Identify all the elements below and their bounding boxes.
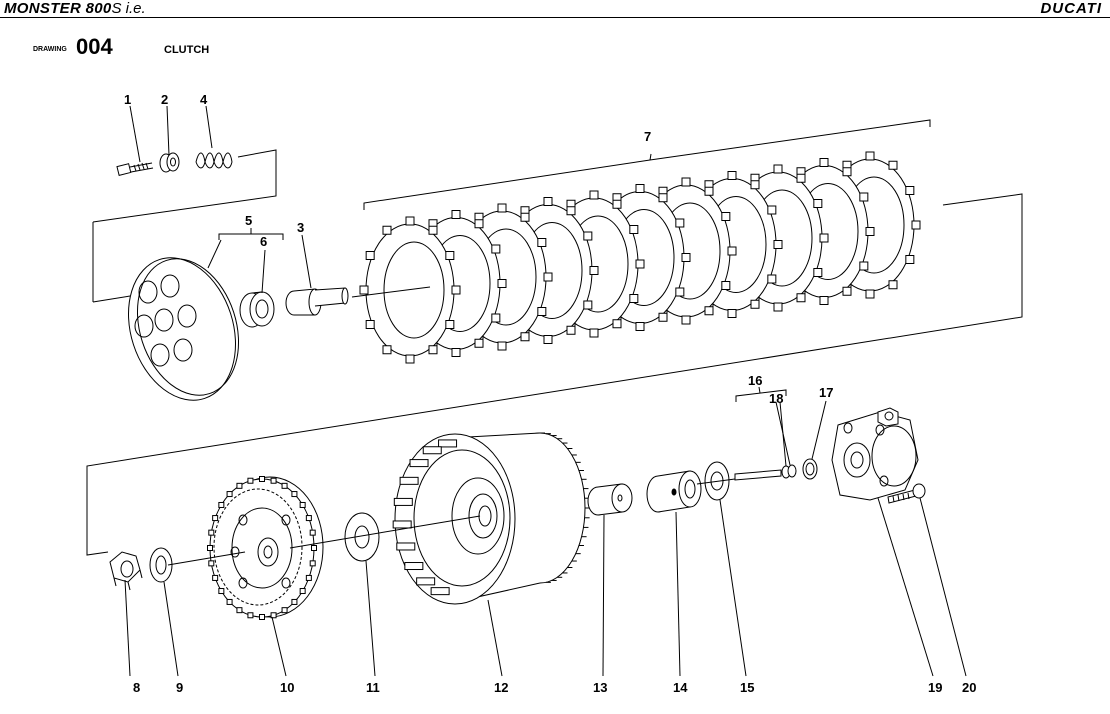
callout-13: 13 [593,680,607,695]
bracket-5 [218,233,284,240]
callout-14: 14 [673,680,688,695]
top-box-bottom-edge [92,295,131,303]
part-pushrod-16 [696,469,782,485]
callout-16: 16 [748,373,762,388]
drawing-title: CLUTCH [164,44,210,56]
mid-divider [86,193,1023,556]
part-circlip-17 [802,458,818,480]
callout-18: 18 [769,391,783,406]
part-cup-2 [159,152,180,173]
callout-15: 15 [740,680,754,695]
callout-1: 1 [124,92,131,107]
callout-17: 17 [819,385,833,400]
part-clutch-hub-10 [207,476,324,620]
model-suffix: S i.e. [111,0,146,17]
part-clutch-housing-12 [392,432,590,605]
callout-20: 20 [962,680,976,695]
part-needle-cage-14 [646,470,702,513]
part-clutch-plates-7 [359,151,921,364]
callout-2: 2 [161,92,168,107]
leader-lines [124,105,967,677]
part-bearing-6 [239,291,275,328]
part-bushing-13 [587,483,633,516]
drawing-number: 004 [76,34,113,59]
header-divider [0,17,1110,18]
callout-4: 4 [200,92,208,107]
part-pushrod-cap-3 [285,287,349,316]
plate-axis-line [351,286,431,298]
part-slave-cylinder-19 [831,407,919,501]
model-name: MONSTER 800 [4,0,112,17]
model-title: MONSTER 800S i.e. [4,0,146,17]
top-box-outline [92,149,277,223]
callout-5: 5 [245,213,252,228]
callout-19: 19 [928,680,942,695]
callout-8: 8 [133,680,140,695]
bracket-16 [735,389,787,402]
callout-12: 12 [494,680,508,695]
part-rings-18 [781,464,797,479]
callout-9: 9 [176,680,183,695]
callout-labels: 1 2 4 5 6 3 7 16 18 17 8 9 10 11 12 13 1… [124,92,976,695]
part-pressure-plate-5 [128,257,240,401]
part-washer-9 [149,547,173,583]
callout-6: 6 [260,234,267,249]
callout-7: 7 [644,129,651,144]
callout-11: 11 [366,680,380,695]
part-spring-4 [195,152,233,169]
part-spacer-11 [344,512,380,562]
part-bolt-20 [887,483,926,504]
drawing-label: DRAWING [33,46,67,53]
part-screw-1 [116,162,154,176]
callout-10: 10 [280,680,294,695]
callout-3: 3 [297,220,304,235]
part-nut-8 [109,551,143,591]
brand-logo: DUCATI [1040,0,1102,17]
bottom-axis-line [167,551,246,566]
